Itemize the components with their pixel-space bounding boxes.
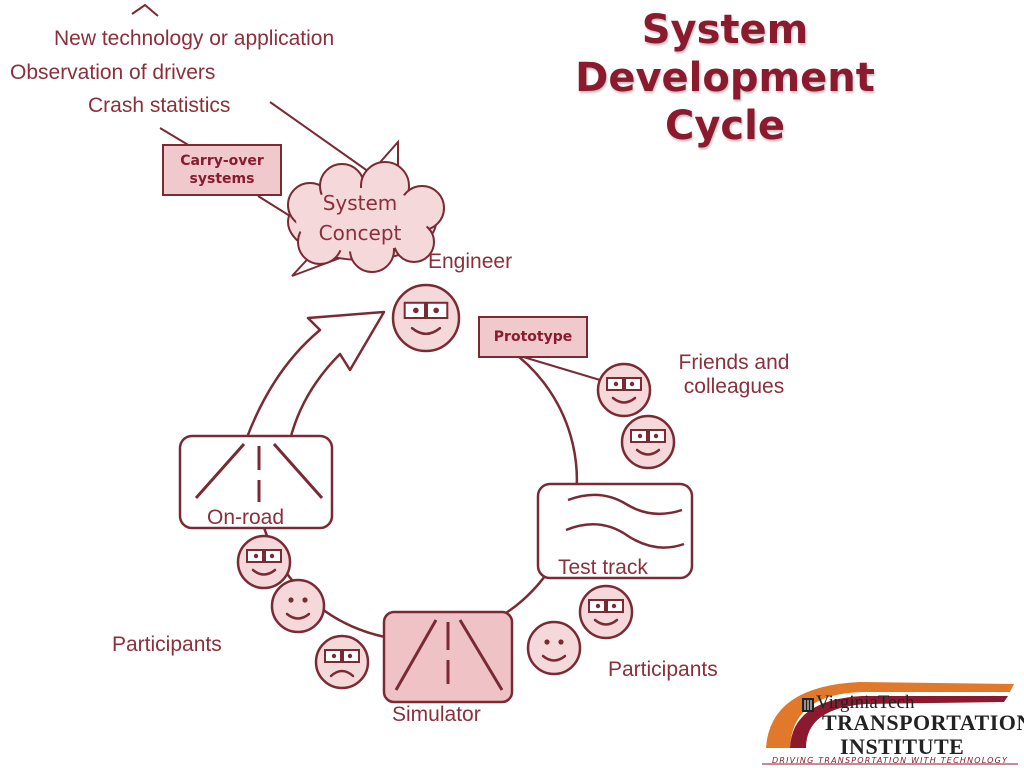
observation-connector <box>159 127 191 147</box>
carry-over-connector <box>257 195 291 217</box>
participant-face-icon <box>578 584 634 640</box>
carry-over-box: Carry-over systems <box>162 144 282 196</box>
logo-tagline: DRIVING TRANSPORTATION WITH TECHNOLOGY <box>772 756 1009 765</box>
participant-face-icon <box>314 634 370 690</box>
slide-title: System Development Cycle <box>540 6 910 150</box>
logo-virginiatech: VirginiaTech <box>816 692 915 713</box>
input-new-technology: New technology or application <box>54 27 335 50</box>
input-observation: Observation of drivers <box>10 61 216 84</box>
input-crash-statistics: Crash statistics <box>88 94 231 117</box>
engineer-face-icon <box>391 283 461 353</box>
crash-connector <box>269 101 373 175</box>
participant-face-icon <box>526 620 582 676</box>
vtti-logo: VirginiaTech TRANSPORTATION INSTITUTE DR… <box>760 680 1024 766</box>
label-friends-colleagues: Friends and colleagues <box>668 351 800 399</box>
concept-line-1: System <box>322 191 398 215</box>
label-on-road: On-road <box>207 506 285 529</box>
label-participants-right: Participants <box>608 658 718 681</box>
friend-face-icon <box>596 362 652 418</box>
simulator-box <box>382 610 514 704</box>
logo-transportation: TRANSPORTATION <box>822 710 1024 735</box>
friends-line-2: colleagues <box>683 375 785 399</box>
label-engineer: Engineer <box>428 250 513 273</box>
on-road-box <box>178 434 334 530</box>
label-participants-left: Participants <box>112 633 222 656</box>
prototype-connector <box>519 355 601 381</box>
logo-institute: INSTITUTE <box>840 734 965 759</box>
prototype-label: Prototype <box>493 328 573 345</box>
progress-arrow <box>244 310 386 442</box>
title-line-2: Development <box>575 55 875 101</box>
title-line-3: Cycle <box>665 103 785 149</box>
title-line-1: System <box>641 7 809 53</box>
friends-line-1: Friends and <box>678 351 790 374</box>
carry-over-line-2: systems <box>189 171 255 187</box>
concept-line-2: Concept <box>318 221 402 245</box>
prototype-box: Prototype <box>478 316 588 358</box>
carry-over-line-1: Carry-over <box>180 152 264 169</box>
participant-face-icon <box>236 534 292 590</box>
label-test-track: Test track <box>558 556 648 579</box>
system-concept-label: System Concept <box>298 188 422 248</box>
vtti-logo-swoosh <box>762 682 1018 765</box>
system-concept-cloud <box>287 161 445 273</box>
colleague-face-icon <box>620 414 676 470</box>
label-simulator: Simulator <box>392 703 481 726</box>
test-track-box <box>536 482 694 580</box>
participant-face-icon <box>270 578 326 634</box>
caret-mark <box>131 3 159 17</box>
